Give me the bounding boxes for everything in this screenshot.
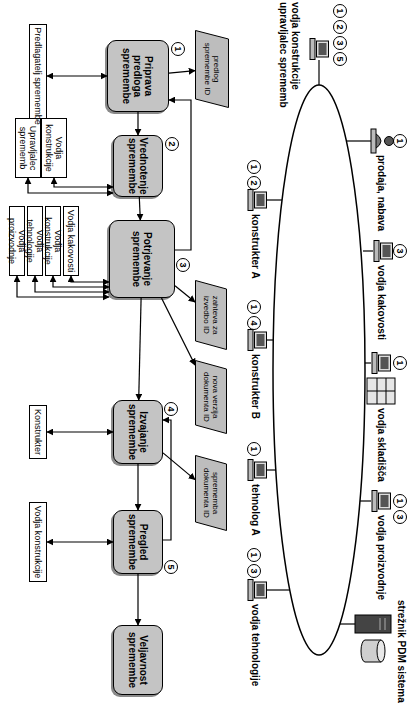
callout-number: 1 [247, 300, 261, 314]
node-text: Vodja konstrukcije [43, 207, 63, 275]
flow-arrow [137, 574, 138, 625]
callout-number: 4 [247, 316, 261, 330]
actor-box: Konstrukter [29, 405, 47, 459]
station-label: tehnolog A [250, 484, 262, 536]
flow-arrow [28, 178, 113, 193]
node-text: Vodja kakovosti [66, 210, 76, 273]
flow-arrow [53, 276, 109, 287]
callout-number: 4 [164, 402, 178, 416]
flow-arrow [17, 276, 109, 297]
station-label: konstrukter A [250, 214, 262, 279]
callout-number: 1 [171, 42, 185, 56]
callout-number: 2 [247, 176, 261, 190]
node-text: zahteva za izvedbo ID [202, 290, 220, 340]
person-icon [371, 129, 394, 153]
flow-arrow [169, 71, 195, 74]
actor-box: Vodja konstrukcije [29, 502, 47, 582]
callout-number: 2 [333, 20, 347, 34]
station-label: strežnik PDM sistema [396, 600, 407, 703]
actor-box: Vodja proizvodnje [9, 206, 25, 276]
station-label: vodja kakovosti [376, 265, 388, 340]
node-text: Vrednotenje spremembe [127, 137, 149, 194]
flow-arrow [71, 276, 109, 282]
flow-arrow [169, 100, 191, 250]
process-box: Veljavnost spremembe [113, 625, 163, 695]
node-text: Vodja konstrukcije [44, 119, 64, 177]
node-text: Veljavnost spremembe [127, 628, 149, 692]
callout-number: 3 [247, 564, 261, 578]
node-text: predlog spremembe ID [203, 40, 221, 98]
node-text: Vodja konstrukcije [33, 506, 43, 579]
computer-icons [248, 39, 393, 601]
callout-number: 5 [333, 52, 347, 66]
callout-number: 1 [247, 548, 261, 562]
process-box: Pregled spremembe [113, 510, 163, 574]
flow-arrow [137, 112, 138, 135]
network-ring [273, 85, 365, 655]
station-label: konstrukter B [250, 354, 262, 419]
node-text: Pregled spremembe [127, 513, 149, 571]
callout-number: 3 [393, 510, 407, 524]
node-text: Vodja proizvodnje [7, 207, 27, 275]
callout-number: 1 [393, 356, 407, 370]
callout-number: 1 [247, 160, 261, 174]
warehouse-rack [367, 378, 395, 404]
node-text: Izvajanje spremembe [127, 403, 149, 461]
station-label: vodja konstrukcije upravljalec sprememb [278, 2, 301, 114]
flow-arrow [47, 431, 113, 432]
flow-arrow [47, 541, 113, 542]
process-box: Izvajanje spremembe [113, 400, 163, 464]
flow-arrow [163, 453, 195, 480]
flow-arrow [35, 276, 109, 292]
node-text: nova verzija dokumenta ID [202, 370, 220, 424]
process-box: Vrednotenje spremembe [113, 135, 163, 197]
actor-box: Vodja konstrukcije [41, 118, 67, 178]
document-shape: nova verzija dokumenta ID [195, 360, 227, 434]
actor-box: Vodja tehnologije [27, 206, 43, 276]
flow-arrow [163, 420, 171, 540]
flow-arrow [137, 464, 138, 510]
callout-number: 1 [393, 494, 407, 508]
callout-number: 3 [176, 258, 190, 272]
node-text: Konstrukter [33, 409, 43, 455]
document-shape: zahteva za izvedbo ID [195, 280, 227, 350]
node-text: Priprava predloga spremembe [122, 43, 155, 109]
actor-box: Upravljalec sprememb [15, 118, 41, 178]
callout-number: 2 [165, 137, 179, 151]
callout-number: 1 [247, 442, 261, 456]
callout-number: 3 [333, 36, 347, 50]
node-text: Potrjevanje spremembe [131, 223, 153, 295]
flow-arrow [139, 298, 141, 400]
flow-arrow [139, 197, 140, 220]
node-text: sprememba dokumenta ID [202, 465, 220, 521]
document-shape: predlog spremembe ID [195, 30, 229, 108]
node-text: Predlagatelj spremembe [33, 27, 43, 125]
pdm-server [355, 615, 391, 662]
flow-arrow [175, 286, 195, 302]
process-box: Priprava predloga spremembe [107, 40, 169, 112]
process-box: Potrjevanje spremembe [109, 220, 175, 298]
network-links [267, 60, 373, 624]
flow-arrow [47, 75, 107, 76]
actor-box: Vodja kakovosti [63, 206, 79, 276]
node-text: Vodja tehnologije [25, 207, 45, 275]
document-shape: sprememba dokumenta ID [195, 455, 227, 531]
station-label: vodja skladišča [376, 408, 388, 482]
actor-box: Vodja konstrukcije [45, 206, 61, 276]
callout-number: 1 [333, 4, 347, 18]
actor-box: Predlagatelj spremembe [29, 24, 47, 128]
station-label: prodaja, nabava [376, 155, 388, 231]
callout-number: 5 [164, 560, 178, 574]
station-label: vodja tehnologije [250, 604, 262, 686]
flow-arrow [54, 178, 113, 187]
callout-number: 1 [393, 134, 407, 148]
flow-arrow [162, 298, 196, 365]
callout-number: 3 [393, 244, 407, 258]
station-label: vodja proizvodnje [376, 515, 388, 600]
node-text: Upravljalec sprememb [18, 119, 38, 177]
